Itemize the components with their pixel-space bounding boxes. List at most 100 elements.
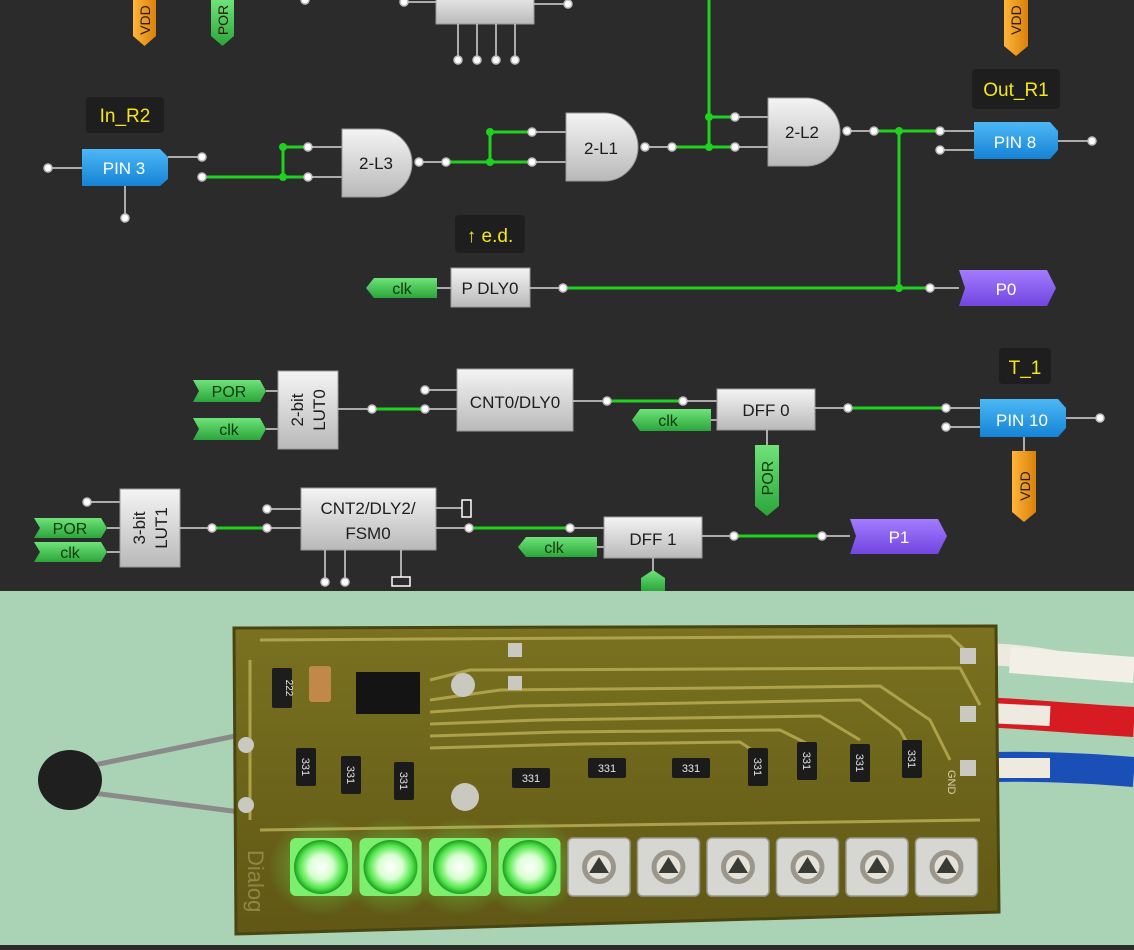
gate-2-l1-label: 2-L1	[584, 139, 618, 158]
block-cnt2-label-line1: CNT2/DLY2/	[320, 499, 415, 518]
wire-junctions	[279, 113, 903, 292]
ic-chip	[356, 672, 420, 714]
resistor-code: 331	[751, 758, 763, 776]
label-in-r2-text: In_R2	[100, 106, 151, 127]
clk-tag-label: clk	[544, 540, 565, 557]
block-dff0-label: DFF 0	[742, 401, 789, 420]
clk-tag-dff1: clk	[518, 537, 597, 557]
silkscreen-gnd: GND	[945, 770, 957, 795]
clk-tag-pdly0: clk	[366, 278, 437, 298]
label-in-r2: In_R2	[86, 97, 164, 133]
led-off	[636, 837, 701, 897]
resistor-code: 331	[299, 758, 311, 776]
clk-tag-lut1: clk	[34, 542, 107, 562]
port-p1[interactable]: P1	[817, 519, 947, 554]
led-lit	[476, 817, 583, 917]
label-t1: T_1	[999, 348, 1051, 384]
resistor-row: 331 331 331 331 331 331 331 331 331 331	[296, 740, 922, 800]
por-tag-top: POR	[211, 0, 234, 46]
solder-pads	[238, 643, 976, 813]
resistor: 331	[672, 758, 710, 778]
capacitor	[309, 666, 331, 702]
resistor: 331	[296, 748, 316, 786]
clk-tag-label: clk	[392, 281, 413, 298]
port-p0[interactable]: P0	[925, 270, 1056, 306]
resistor: 331	[394, 762, 414, 800]
lut0-label-line1: 2-bit	[288, 393, 307, 426]
resistor-code: 331	[905, 750, 917, 768]
por-tag-label: POR	[212, 384, 247, 401]
block-dff1[interactable]: DFF 1	[565, 516, 739, 591]
por-tag-label: POR	[53, 521, 88, 538]
led-off	[845, 837, 909, 897]
resistor-code: 331	[344, 766, 356, 784]
clk-tag-label: clk	[219, 422, 240, 439]
top-block-partial	[300, 0, 573, 65]
resistor: 331	[341, 756, 361, 794]
gate-2-l3-label: 2-L3	[359, 154, 393, 173]
silkscreen-brand: Dialog	[243, 850, 268, 912]
resistor: 331	[512, 768, 550, 788]
led-off	[775, 837, 840, 897]
resistor-code: 331	[800, 752, 812, 770]
label-t1-text: T_1	[1009, 358, 1042, 379]
resistor-code: 222	[283, 680, 294, 697]
por-tag-lut0: POR	[193, 380, 266, 402]
por-tag-dff0: POR	[755, 445, 779, 516]
label-out-r1: Out_R1	[972, 69, 1060, 109]
pin-3-label: PIN 3	[103, 159, 146, 178]
resistor: 331	[797, 742, 817, 780]
block-cnt2-dly2-fsm0[interactable]: CNT2/DLY2/ FSM0	[262, 487, 474, 587]
clk-tag-lut0: clk	[193, 418, 266, 440]
vdd-tag-label: VDD	[1008, 5, 1024, 35]
block-3-bit-lut1[interactable]: 3-bit LUT1	[82, 488, 217, 568]
clk-tag-label: clk	[658, 413, 679, 430]
block-dff1-label: DFF 1	[629, 530, 676, 549]
label-edge-detect-text: ↑ e.d.	[467, 226, 513, 247]
vdd-tag-label: VDD	[1017, 471, 1033, 501]
led-off	[706, 837, 770, 897]
lut1-label-line1: 3-bit	[130, 511, 149, 544]
pin-10-label: PIN 10	[996, 411, 1048, 430]
vdd-tag-pin10: VDD	[1012, 451, 1036, 522]
vdd-tag-top-left: VDD	[133, 0, 156, 46]
block-dff0[interactable]: DFF 0	[678, 388, 853, 445]
pin-10[interactable]: PIN 10	[941, 399, 1105, 451]
led-off	[567, 837, 631, 897]
schematic-background	[0, 0, 1134, 591]
block-2-bit-lut0[interactable]: 2-bit LUT0	[266, 370, 377, 450]
pin-8[interactable]: PIN 8	[935, 122, 1097, 159]
vdd-tag-top-right: VDD	[1004, 0, 1028, 56]
label-edge-detect: ↑ e.d.	[455, 215, 525, 253]
gate-2-l2-label: 2-L2	[785, 123, 819, 142]
resistor-code: 331	[522, 773, 540, 785]
resistor-code: 331	[853, 754, 865, 772]
resistor-code: 331	[682, 763, 700, 775]
gate-2-l2[interactable]: 2-L2	[730, 97, 879, 167]
block-p-dly0-label: P DLY0	[461, 279, 518, 298]
label-out-r1-text: Out_R1	[983, 80, 1048, 101]
gate-2-l1[interactable]: 2-L1	[527, 112, 677, 182]
clk-tag-dff0: clk	[632, 409, 711, 431]
resistor: 331	[850, 744, 870, 782]
block-p-dly0[interactable]: P DLY0	[437, 267, 568, 308]
resistor: 331	[588, 758, 626, 778]
lut1-label-line2: LUT1	[152, 507, 171, 549]
port-p0-label: P0	[996, 280, 1017, 299]
lut0-label-line2: LUT0	[310, 389, 329, 431]
por-tag-label: POR	[215, 5, 231, 35]
resistor-code: 331	[598, 763, 616, 775]
led-row	[268, 817, 979, 917]
block-cnt0-dly0[interactable]: CNT0/DLY0	[420, 368, 612, 432]
gate-2-l3[interactable]: 2-L3	[303, 128, 451, 198]
vdd-tag-label: VDD	[137, 5, 153, 35]
pin-3[interactable]: PIN 3	[43, 149, 207, 223]
block-cnt2-label-line2: FSM0	[345, 524, 390, 543]
thermistor	[38, 732, 241, 815]
led-off	[914, 837, 979, 897]
resistor-r-top: 222	[272, 668, 294, 708]
clk-tag-label: clk	[60, 545, 81, 562]
por-tag-lut1: POR	[34, 518, 107, 538]
